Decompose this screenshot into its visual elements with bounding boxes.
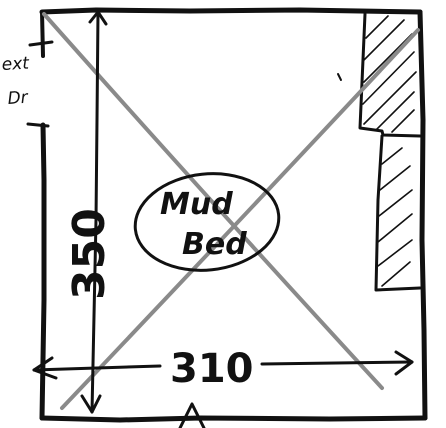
exterior-door-label: ext Dr [1, 54, 31, 109]
vertical-dimension-line [80, 10, 108, 414]
horizontal-dimension-line [32, 350, 414, 380]
room-name-line2: Bed [182, 227, 247, 262]
corner-mark [337, 73, 342, 81]
horizontal-dimension-label: 310 [170, 346, 254, 392]
closet-lower [374, 134, 422, 292]
entry-arrow-icon [178, 402, 206, 428]
cross-out-lines [42, 12, 420, 410]
room-name-group: Mud Bed [133, 172, 281, 272]
door-label-line2: Dr [7, 88, 29, 109]
exterior-door-opening [26, 40, 54, 128]
door-label-line1: ext [1, 54, 31, 75]
room-name-line1: Mud [160, 187, 233, 222]
room-name-ellipse [133, 172, 281, 272]
vertical-dimension-label: 350 [64, 208, 115, 300]
closet-upper [358, 12, 422, 138]
